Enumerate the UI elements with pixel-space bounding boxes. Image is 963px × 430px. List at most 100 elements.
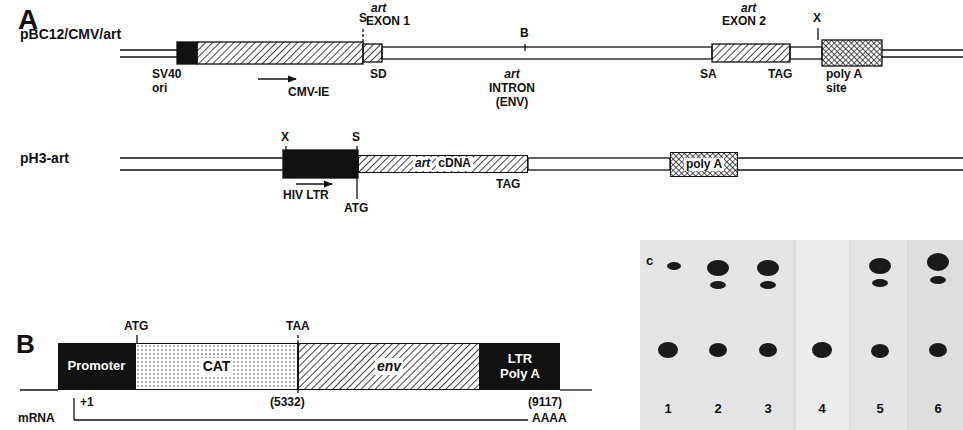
node-text: CAT <box>201 358 233 374</box>
gene-name: art <box>504 68 519 82</box>
backbone-line <box>738 157 963 158</box>
site-tick <box>362 29 363 42</box>
panel-seam <box>850 240 851 430</box>
tlc-spot <box>760 281 776 289</box>
lane-number: 4 <box>818 402 825 417</box>
promoter-label: CMV-IE <box>288 86 329 100</box>
ltr-box <box>283 150 358 178</box>
sv40-box <box>177 42 197 64</box>
site-letter: S <box>352 131 360 145</box>
exon-name: EXON 2 <box>722 15 766 29</box>
polya-box <box>822 40 882 66</box>
tlc-panel <box>795 240 850 430</box>
polya-fill <box>670 152 738 177</box>
intron-bar <box>382 47 712 59</box>
promoter-arrow <box>296 183 332 184</box>
tlc-spot <box>667 262 681 270</box>
construct-name: pBC12/CMV/art <box>20 26 121 42</box>
node-text: art <box>413 157 432 171</box>
exon-name: EXON 1 <box>366 15 410 29</box>
intron-label: (ENV) <box>496 96 529 110</box>
backbone-line <box>120 49 177 50</box>
ph3-construct <box>120 146 963 199</box>
tlc-spots <box>658 253 949 358</box>
site-letter: B <box>520 27 529 41</box>
panel-seam <box>795 240 796 430</box>
tlc-spot <box>871 344 889 358</box>
site-tick <box>524 44 525 51</box>
codon-label: ATG <box>344 202 368 216</box>
tlc-image <box>640 240 963 430</box>
construct-name: pH3-art <box>20 150 69 166</box>
start-tick <box>73 398 74 420</box>
exon-box <box>363 44 382 62</box>
splice-label: SA <box>700 68 717 82</box>
backbone-line <box>882 56 963 57</box>
tlc-plate <box>640 240 963 430</box>
atg-tick <box>356 178 357 199</box>
tlc-spot <box>757 260 779 276</box>
flank-line <box>560 389 592 390</box>
gene-name: art <box>741 2 756 16</box>
mrna-line <box>74 419 528 421</box>
cat-box: CAT <box>135 343 298 390</box>
site-letter: S <box>359 12 367 26</box>
backbone-line <box>882 49 963 50</box>
mrna-label: mRNA <box>18 412 55 426</box>
codon-label: TAG <box>768 68 792 82</box>
flank-line <box>20 389 58 390</box>
cat-construct <box>20 335 592 420</box>
promoter-box: Promoter <box>58 343 135 390</box>
node-text: cDNA <box>436 157 473 171</box>
lane-marker: c <box>646 254 653 269</box>
site-tick <box>356 146 357 155</box>
tlc-spot <box>869 258 891 274</box>
site-letter: X <box>281 131 289 145</box>
tlc-spot <box>707 260 729 276</box>
site-letter: X <box>813 12 821 26</box>
site-tick <box>285 146 286 150</box>
lane-number: 5 <box>876 402 883 417</box>
backbone-line <box>120 56 177 57</box>
utr-bar <box>528 158 670 170</box>
atg-tick <box>136 335 137 343</box>
gene-name: art <box>371 2 386 16</box>
cat-fill <box>135 343 298 390</box>
tlc-spot <box>710 281 726 289</box>
panel-seam <box>908 240 909 430</box>
lane-number: 3 <box>764 402 771 417</box>
node-text: Promoter <box>68 359 126 374</box>
ltr-box: LTR Poly A <box>480 343 560 390</box>
site-tick <box>817 28 818 40</box>
node-text: poly A <box>684 158 724 172</box>
lane-number: 6 <box>934 402 941 417</box>
tlc-spot <box>930 276 946 284</box>
cmv-box <box>197 42 363 64</box>
backbone-line <box>120 169 283 170</box>
promoter-label: HIV LTR <box>283 189 329 203</box>
tlc-panel <box>908 240 963 430</box>
position-number: (9117) <box>528 396 562 410</box>
tlc-spot <box>812 342 832 358</box>
utr-bar <box>790 47 822 59</box>
polya-box: poly A <box>670 152 738 177</box>
start-label: +1 <box>80 396 94 410</box>
polya-tail: AAAA <box>532 412 567 426</box>
element-label: SV40 ori <box>152 68 188 96</box>
tlc-spot <box>709 343 727 357</box>
lane-number: 2 <box>714 402 721 417</box>
codon-label: TAA <box>286 320 310 334</box>
cdna-fill <box>358 155 528 173</box>
promoter-arrow <box>258 78 296 79</box>
env-box: env <box>298 343 480 390</box>
lane-number: 1 <box>664 402 671 417</box>
tlc-spot <box>759 343 777 357</box>
codon-label: ATG <box>124 320 148 334</box>
splice-label: SD <box>370 68 387 82</box>
codon-label: TAG <box>496 178 520 192</box>
node-text: env <box>375 358 403 374</box>
tlc-spot <box>872 279 888 287</box>
element-label: poly A site <box>826 68 876 96</box>
tlc-spot <box>658 342 678 358</box>
